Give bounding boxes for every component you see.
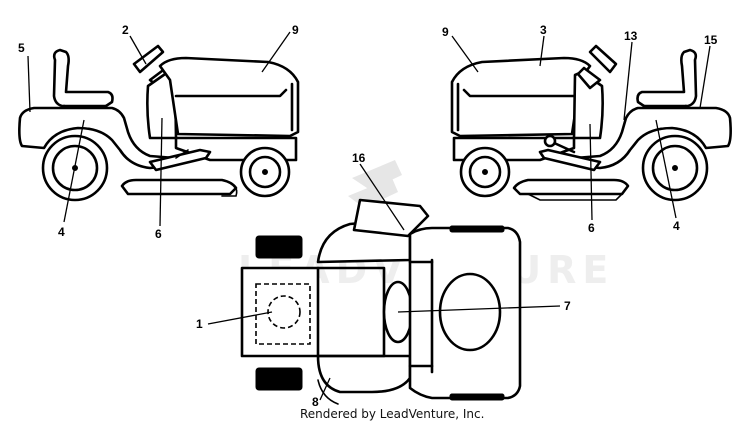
callout-3: 3: [540, 23, 547, 37]
callout-4-left: 4: [58, 225, 65, 239]
callout-numbers: 5 2 9 4 6 9 3 13 15 4 6 16 1 7 8: [18, 23, 718, 409]
callout-13: 13: [624, 29, 638, 43]
callout-9-right: 9: [442, 25, 449, 39]
callout-15: 15: [704, 33, 718, 47]
callout-7: 7: [564, 299, 571, 313]
tractor-right-side-view: [450, 44, 732, 202]
tractor-top-view: [240, 198, 522, 405]
tractor-left-side-view: [18, 44, 300, 202]
callout-16: 16: [352, 151, 366, 165]
rendered-by-footer: Rendered by LeadVenture, Inc.: [300, 407, 484, 421]
callout-2: 2: [122, 23, 129, 37]
callout-4-right: 4: [673, 219, 680, 233]
callout-6-left: 6: [155, 227, 162, 241]
leader-lines: [27, 31, 711, 401]
callout-6-right: 6: [588, 221, 595, 235]
callout-9-left: 9: [292, 23, 299, 37]
callout-8: 8: [312, 395, 319, 409]
callout-5: 5: [18, 41, 25, 55]
callout-1: 1: [196, 317, 203, 331]
